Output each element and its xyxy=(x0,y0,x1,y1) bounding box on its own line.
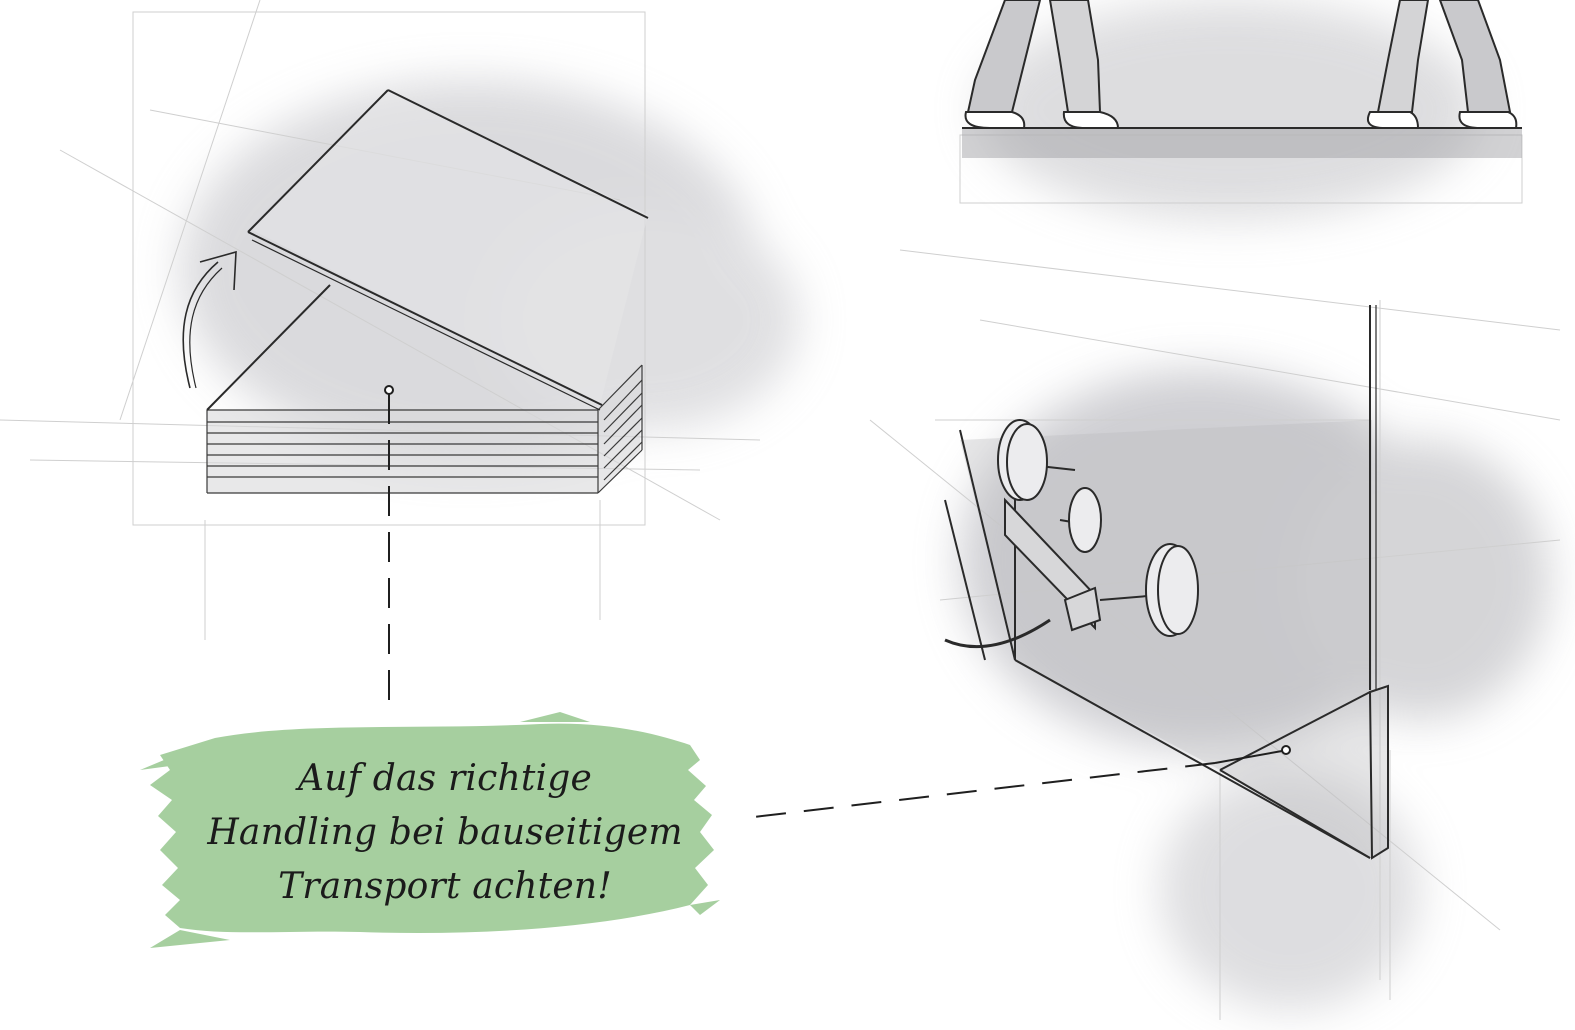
callout-text: Auf das richtige Handling bei bauseitige… xyxy=(165,752,725,914)
callout-line-3: Transport achten! xyxy=(165,860,725,914)
callout-line-2: Handling bei bauseitigem xyxy=(165,806,725,860)
callout-line-1: Auf das richtige xyxy=(165,752,725,806)
